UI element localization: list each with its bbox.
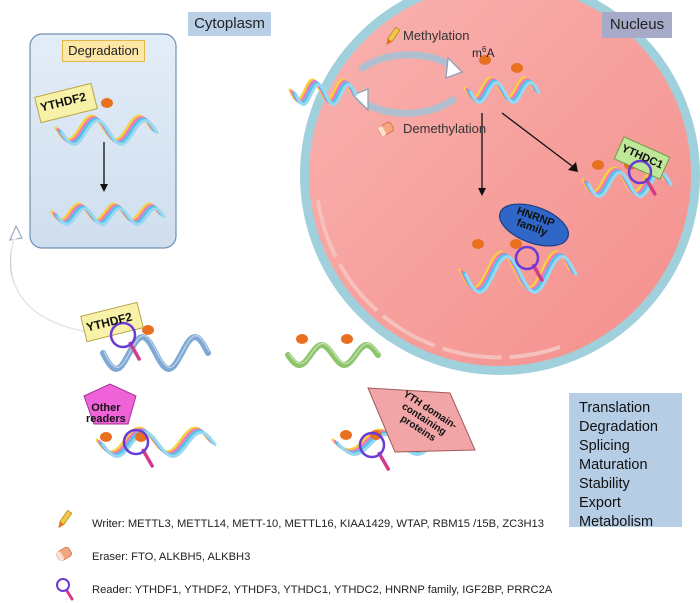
reader-lens-icon — [56, 578, 74, 601]
other-readers-lens — [122, 428, 154, 468]
ythdf2-mid-tag — [80, 301, 144, 343]
degradation-arrow — [100, 142, 108, 192]
outcome-item: Maturation — [579, 457, 648, 473]
outcome-item: Splicing — [579, 438, 630, 454]
m6a-dot — [510, 239, 522, 249]
outcome-item: Stability — [579, 476, 630, 492]
m6a-dot — [511, 63, 523, 73]
ythdc1-lens — [627, 159, 657, 196]
writer-pencil-icon — [58, 509, 73, 529]
methylation-pencil-icon — [386, 26, 401, 46]
methylation-label: Methylation — [403, 28, 470, 43]
nucleus-region — [300, 0, 700, 375]
m6a-dot — [101, 98, 113, 108]
outcomes-box: Translation Degradation Splicing Maturat… — [569, 393, 682, 530]
rna-strand-methylated — [463, 76, 541, 105]
demethylation-eraser-icon — [378, 121, 394, 137]
demethylation-label: Demethylation — [403, 121, 487, 136]
rna-strand-ythdf2-panel — [54, 114, 159, 147]
methylation-cycle — [351, 51, 464, 117]
ythdf2-top-tag — [34, 82, 98, 124]
other-readers-tag — [83, 383, 137, 425]
rna-strand-nucleus-left — [288, 78, 358, 107]
rna-strand-blue — [100, 333, 211, 373]
legend-icons — [56, 26, 401, 601]
m6a-dot — [100, 432, 112, 442]
m6a-dot — [341, 334, 353, 344]
outcome-item: Metabolism — [579, 514, 654, 530]
rna-strand-green — [285, 341, 381, 369]
rna-strand-degraded — [50, 202, 166, 227]
nucleus-arrows — [478, 112, 578, 196]
m6a-dot — [340, 430, 352, 440]
m6a-dot — [479, 55, 491, 65]
legend-reader: Reader: YTHDF1, YTHDF2, YTHDF3, YTHDC1, … — [92, 584, 553, 596]
outcome-item: Degradation — [579, 419, 658, 435]
reader-tags — [34, 82, 671, 453]
m6a-dot — [296, 334, 308, 344]
ythdf2-lens — [109, 321, 141, 361]
degradation-panel — [29, 33, 177, 249]
m6a-label: m6A — [472, 45, 495, 60]
rna-strand-other-readers — [95, 426, 217, 459]
m6a-dot — [592, 160, 604, 170]
hnrnp-lens — [514, 245, 544, 282]
legend-eraser: Eraser: FTO, ALKBH5, ALKBH3 — [92, 551, 251, 563]
ythdc1-tag — [613, 136, 671, 180]
degradation-label: Degradation — [62, 40, 145, 62]
cytoplasm-label: Cytoplasm — [188, 12, 271, 36]
legend-writer: Writer: METTL3, METTL14, METT-10, METTL1… — [92, 518, 544, 530]
yth-domain-lens — [358, 431, 390, 471]
outcome-item: Export — [579, 495, 621, 511]
outcome-item: Translation — [579, 400, 651, 416]
nucleus-label: Nucleus — [602, 12, 672, 38]
eraser-icon — [56, 546, 72, 562]
rna-strand-hnrnp — [458, 250, 578, 295]
yth-domain-tag — [367, 387, 476, 453]
m6a-dot — [142, 325, 154, 335]
reader-lenses — [109, 159, 657, 471]
hnrnp-tag — [499, 203, 569, 247]
m6a-dot — [472, 239, 484, 249]
